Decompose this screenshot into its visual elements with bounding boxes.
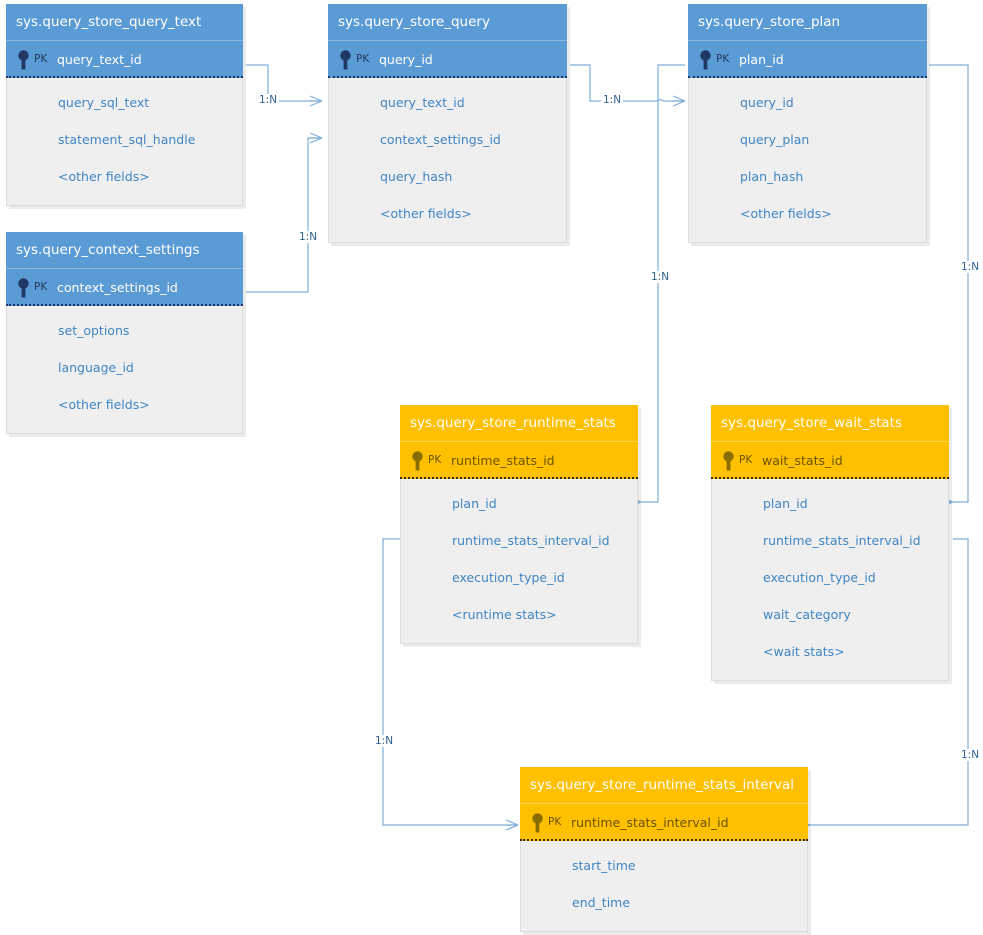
- entity-primary-key-row: PK runtime_stats_id: [400, 442, 638, 479]
- connector-context-settings-to-query: [246, 132, 323, 293]
- entity-field: execution_type_id: [763, 570, 876, 585]
- pk-field-name: wait_stats_id: [762, 453, 843, 468]
- entity-field: runtime_stats_interval_id: [452, 533, 610, 548]
- entity-field-list: query_id query_plan plan_hash <other fie…: [688, 78, 927, 243]
- entity-primary-key-row: PK query_id: [328, 41, 567, 78]
- entity-field: <other fields>: [58, 169, 150, 184]
- cardinality-label: 1:N: [601, 94, 624, 106]
- entity-primary-key-row: PK query_text_id: [6, 41, 243, 78]
- entity-primary-key-row: PK plan_id: [688, 41, 927, 78]
- key-icon: [411, 442, 424, 479]
- entity-field: <other fields>: [740, 206, 832, 221]
- entity-query-store-query[interactable]: sys.query_store_query PK query_id query_…: [328, 4, 570, 246]
- entity-field: query_hash: [380, 169, 453, 184]
- connector-query-to-plan: [570, 64, 686, 107]
- entity-field: <wait stats>: [763, 644, 845, 659]
- entity-field: query_sql_text: [58, 95, 150, 110]
- key-icon: [722, 442, 735, 479]
- entity-field: statement_sql_handle: [58, 132, 196, 147]
- entity-query-context-settings[interactable]: sys.query_context_settings PK context_se…: [6, 232, 246, 437]
- cardinality-label: 1:N: [959, 261, 982, 273]
- entity-field-list: query_text_id context_settings_id query_…: [328, 78, 567, 243]
- cardinality-label: 1:N: [373, 735, 396, 747]
- pk-badge: PK: [356, 53, 370, 65]
- entity-field: context_settings_id: [380, 132, 501, 147]
- pk-field-name: query_text_id: [57, 52, 142, 67]
- entity-field: <runtime stats>: [452, 607, 557, 622]
- pk-field-name: runtime_stats_interval_id: [571, 815, 729, 830]
- entity-primary-key-row: PK wait_stats_id: [711, 442, 949, 479]
- pk-field-name: context_settings_id: [57, 280, 178, 295]
- entity-field: end_time: [572, 895, 631, 910]
- entity-field: plan_hash: [740, 169, 804, 184]
- entity-field: plan_id: [763, 496, 808, 511]
- entity-field: query_text_id: [380, 95, 465, 110]
- entity-title: sys.query_context_settings: [6, 232, 243, 269]
- entity-field-list: query_sql_text statement_sql_handle <oth…: [6, 78, 243, 206]
- entity-query-store-runtime-stats-interval[interactable]: sys.query_store_runtime_stats_interval P…: [520, 767, 811, 935]
- pk-badge: PK: [34, 53, 48, 65]
- entity-field: runtime_stats_interval_id: [763, 533, 921, 548]
- entity-field: query_plan: [740, 132, 810, 147]
- entity-title: sys.query_store_plan: [688, 4, 927, 41]
- entity-title: sys.query_store_query: [328, 4, 567, 41]
- pk-field-name: query_id: [379, 52, 433, 67]
- key-icon: [17, 269, 30, 306]
- entity-title: sys.query_store_runtime_stats: [400, 405, 638, 442]
- entity-primary-key-row: PK runtime_stats_interval_id: [520, 804, 808, 841]
- pk-badge: PK: [739, 454, 753, 466]
- connector-plan-to-runtime-stats: [628, 64, 685, 508]
- cardinality-label: 1:N: [297, 231, 320, 243]
- entity-field: <other fields>: [380, 206, 472, 221]
- entity-field-list: set_options language_id <other fields>: [6, 306, 243, 434]
- entity-field: plan_id: [452, 496, 497, 511]
- entity-field: set_options: [58, 323, 130, 338]
- entity-primary-key-row: PK context_settings_id: [6, 269, 243, 306]
- entity-query-store-runtime-stats[interactable]: sys.query_store_runtime_stats PK runtime…: [400, 405, 641, 647]
- entity-title: sys.query_store_query_text: [6, 4, 243, 41]
- pk-badge: PK: [716, 53, 730, 65]
- entity-field: query_id: [740, 95, 794, 110]
- key-icon: [17, 41, 30, 78]
- entity-field: start_time: [572, 858, 636, 873]
- pk-field-name: runtime_stats_id: [451, 453, 555, 468]
- entity-field-list: start_time end_time: [520, 841, 808, 932]
- pk-badge: PK: [548, 816, 562, 828]
- pk-badge: PK: [428, 454, 442, 466]
- entity-title: sys.query_store_runtime_stats_interval: [520, 767, 808, 804]
- key-icon: [339, 41, 352, 78]
- cardinality-label: 1:N: [959, 749, 982, 761]
- cardinality-label: 1:N: [649, 271, 672, 283]
- entity-field-list: plan_id runtime_stats_interval_id execut…: [711, 479, 949, 681]
- entity-field: execution_type_id: [452, 570, 565, 585]
- cardinality-label: 1:N: [257, 94, 280, 106]
- pk-badge: PK: [34, 281, 48, 293]
- entity-query-store-plan[interactable]: sys.query_store_plan PK plan_id query_id…: [688, 4, 930, 246]
- key-icon: [699, 41, 712, 78]
- entity-field-list: plan_id runtime_stats_interval_id execut…: [400, 479, 638, 644]
- entity-title: sys.query_store_wait_stats: [711, 405, 949, 442]
- entity-field: wait_category: [763, 607, 851, 622]
- pk-field-name: plan_id: [739, 52, 784, 67]
- entity-query-store-wait-stats[interactable]: sys.query_store_wait_stats PK wait_stats…: [711, 405, 952, 684]
- entity-field: <other fields>: [58, 397, 150, 412]
- key-icon: [531, 804, 544, 841]
- entity-query-store-query-text[interactable]: sys.query_store_query_text PK query_text…: [6, 4, 246, 209]
- entity-field: language_id: [58, 360, 134, 375]
